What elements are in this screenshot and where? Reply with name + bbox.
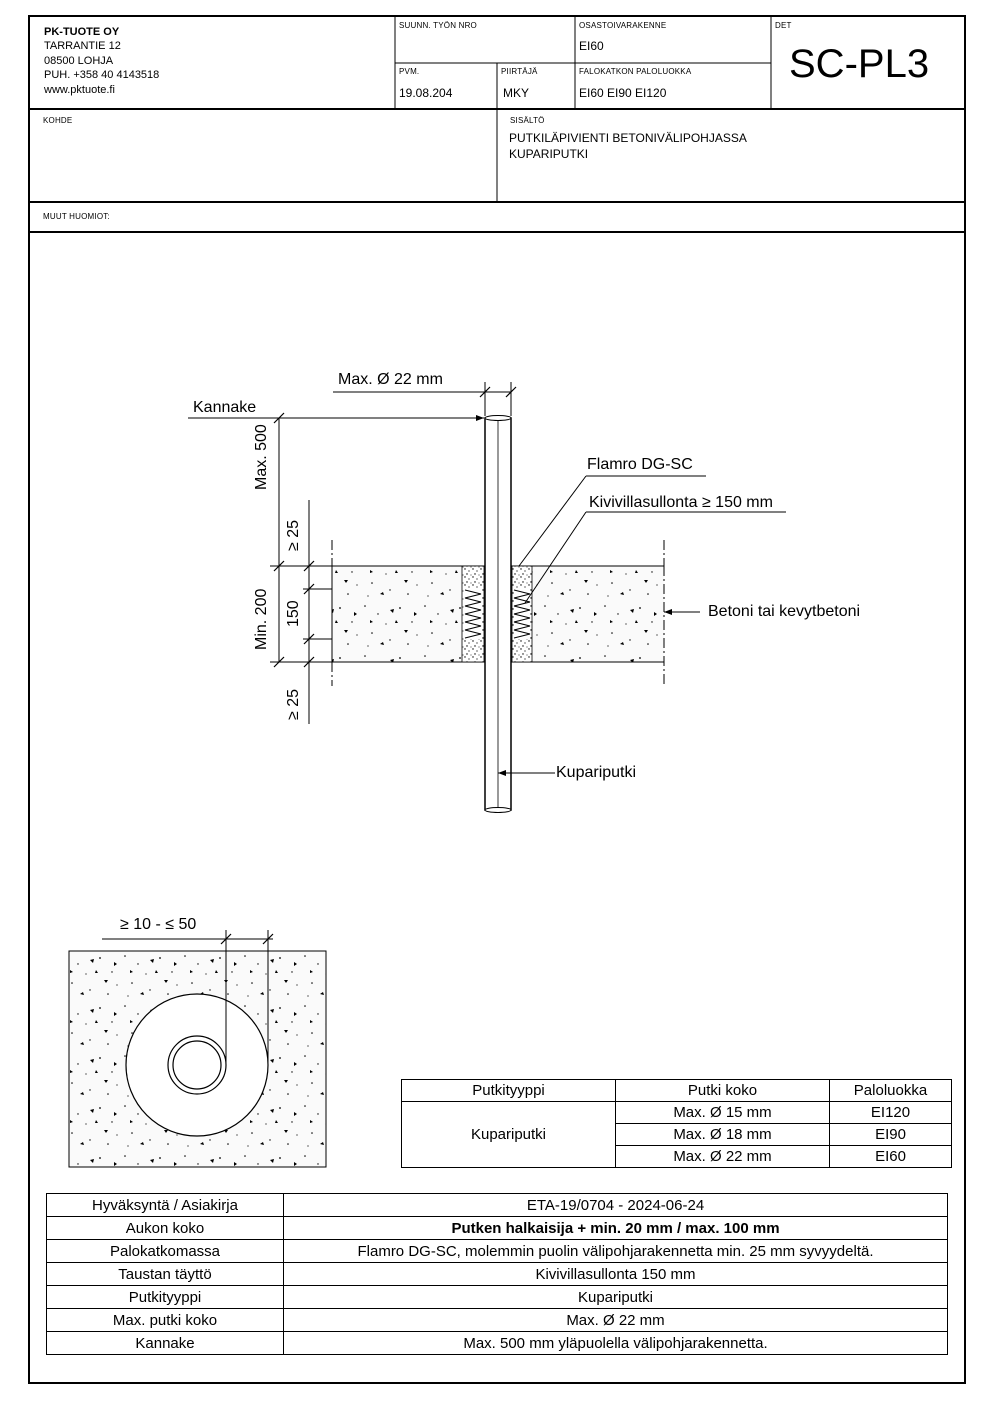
sisalto-line2: KUPARIPUTKI <box>509 147 589 161</box>
kannake-label: Kannake <box>193 399 257 416</box>
paloluokka-label: FALOKATKON PALOLUOKKA <box>579 67 692 76</box>
spec-label: Max. putki koko <box>46 1308 284 1332</box>
plan-pipe-inner <box>172 1040 222 1090</box>
kupariputki-label: Kupariputki <box>556 764 637 781</box>
spec-value: Flamro DG-SC, molemmin puolin välipohjar… <box>283 1239 948 1263</box>
piirtaja-label: PIIRTÄJÄ <box>501 67 538 76</box>
spec-label: Taustan täyttö <box>46 1262 284 1286</box>
pipe-table: Putkityyppi Putki koko Paloluokka Kupari… <box>401 1079 952 1168</box>
max500-label: Max. 500 <box>253 424 270 490</box>
kivivilla-label: Kivivillasullonta ≥ 150 mm <box>589 494 773 511</box>
pvm-label: PVM. <box>399 67 420 76</box>
muut-huomiot-label: MUUT HUOMIOT: <box>43 212 110 221</box>
spec-label: Hyväksyntä / Asiakirja <box>46 1193 284 1217</box>
pipe-class-cell: EI120 <box>829 1101 952 1124</box>
wool-left <box>464 589 482 639</box>
kohde-label: KOHDE <box>43 116 73 125</box>
ge25-top-label: ≥ 25 <box>285 519 302 551</box>
concrete-slab-left <box>332 566 462 662</box>
spec-label: Palokatkomassa <box>46 1239 284 1263</box>
suunn-label: SUUNN. TYÖN NRO <box>399 21 477 30</box>
pipe-size-cell: Max. Ø 18 mm <box>615 1123 830 1146</box>
concrete-slab-right <box>532 566 664 662</box>
spec-label: Kannake <box>46 1331 284 1355</box>
company-city: 08500 LOHJA <box>44 55 114 67</box>
osasto-value: EI60 <box>579 39 604 53</box>
pipe-class-cell: EI90 <box>829 1123 952 1146</box>
spec-value: Max. Ø 22 mm <box>283 1308 948 1332</box>
pipe-table-header: Putkityyppi <box>401 1079 616 1102</box>
betoni-label: Betoni tai kevytbetoni <box>708 603 861 620</box>
spec-value: Kivivillasullonta 150 mm <box>283 1262 948 1286</box>
spec-label: Aukon koko <box>46 1216 284 1240</box>
paloluokka-value: EI60 EI90 EI120 <box>579 86 667 100</box>
company-web[interactable]: www.pktuote.fi <box>44 84 115 96</box>
pipe-size-cell: Max. Ø 22 mm <box>615 1145 830 1168</box>
company-street: TARRANTIE 12 <box>44 40 121 52</box>
pipe-type-cell: Kupariputki <box>401 1101 616 1168</box>
det-code: SC-PL3 <box>789 42 930 86</box>
ge25-bottom-label: ≥ 25 <box>285 688 302 720</box>
plan-gap-label: ≥ 10 - ≤ 50 <box>120 916 197 933</box>
spec-value: Max. 500 mm yläpuolella välipohjarakenne… <box>283 1331 948 1355</box>
spec-value: Putken halkaisija + min. 20 mm / max. 10… <box>283 1216 948 1240</box>
company-name: PK-TUOTE OY <box>44 26 120 38</box>
pipe-table-header: Paloluokka <box>829 1079 952 1102</box>
piirtaja-value: MKY <box>503 86 530 100</box>
osasto-label: OSASTOIVARAKENNE <box>579 21 667 30</box>
spec-value: Kupariputki <box>283 1285 948 1309</box>
wool-right <box>513 589 531 639</box>
flamro-label: Flamro DG-SC <box>587 456 693 473</box>
pipe-class-cell: EI60 <box>829 1145 952 1168</box>
spec-label: Putkityyppi <box>46 1285 284 1309</box>
spec-value: ETA-19/0704 - 2024-06-24 <box>283 1193 948 1217</box>
sisalto-label: SISÄLTÖ <box>510 116 545 125</box>
max-diameter-label: Max. Ø 22 mm <box>338 371 443 388</box>
company-phone: PUH. +358 40 4143518 <box>44 69 160 81</box>
sisalto-line1: PUTKILÄPIVIENTI BETONIVÄLIPOHJASSA <box>509 131 747 145</box>
pipe-size-cell: Max. Ø 15 mm <box>615 1101 830 1124</box>
d150-label: 150 <box>285 600 302 627</box>
pipe-table-header: Putki koko <box>615 1079 830 1102</box>
min200-label: Min. 200 <box>253 588 270 650</box>
pvm-value: 19.08.204 <box>399 86 453 100</box>
spec-table: Hyväksyntä / Asiakirja ETA-19/0704 - 202… <box>46 1193 948 1355</box>
det-label: DET <box>775 21 792 30</box>
